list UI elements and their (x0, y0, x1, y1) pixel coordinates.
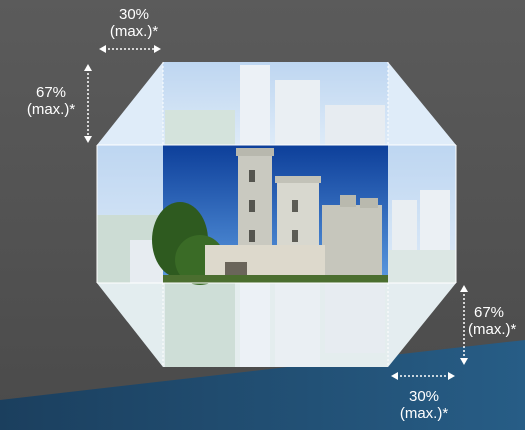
castle-faded-right (388, 145, 456, 283)
width-label-bottom-value: 30% (408, 388, 440, 405)
width-label-top-value: 30% (118, 6, 150, 23)
corner-band (0, 340, 525, 430)
height-label-right-note: (max.)* (468, 321, 517, 338)
original-photo (152, 145, 388, 285)
width-label-bottom: 30% (max.)* (392, 388, 456, 422)
castle-faded-top (163, 62, 388, 145)
castle-faded-corners (97, 62, 456, 367)
width-label-top-note: (max.)* (109, 23, 159, 40)
height-label-right-value: 67% (474, 304, 505, 321)
castle-faded-left (97, 145, 163, 283)
height-label-left-note: (max.)* (26, 101, 76, 118)
boundary-lines (162, 62, 389, 367)
height-label-left: 67% (max.)* (20, 84, 82, 118)
height-label-right: 67% (max.)* (468, 304, 525, 338)
width-label-bottom-note: (max.)* (399, 405, 449, 422)
height-label-left-value: 67% (35, 84, 67, 101)
photo-border (96, 144, 457, 284)
castle-faded-bottom (163, 283, 388, 367)
arrows (84, 45, 468, 380)
width-label-top: 30% (max.)* (104, 6, 164, 40)
